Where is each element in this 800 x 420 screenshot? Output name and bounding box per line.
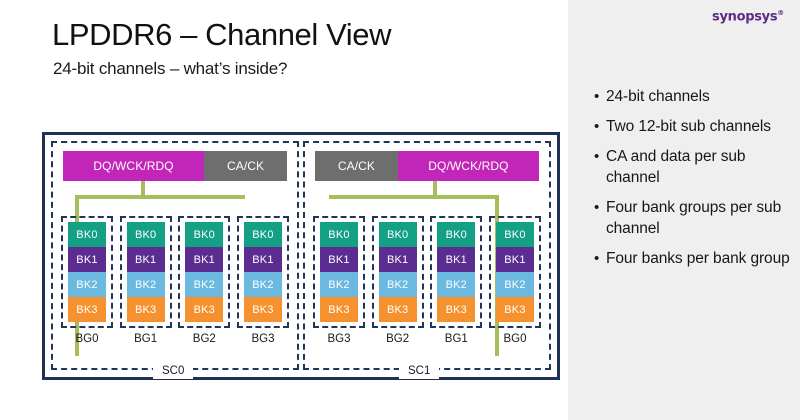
bullet-marker-icon: •	[594, 88, 600, 105]
bank-bk3: BK3	[243, 297, 282, 322]
bullet-marker-icon: •	[594, 148, 600, 165]
bullet-marker-icon: •	[594, 250, 600, 267]
bank-group-bg3-sc0: BK0 BK1 BK2 BK3 BG3	[236, 216, 289, 362]
bank-group-bg3-sc1: BK0 BK1 BK2 BK3 BG3	[313, 216, 365, 362]
bank-group-bg0-sc1: BK0 BK1 BK2 BK3 BG0	[488, 216, 541, 362]
list-item: • 24-bit channels	[594, 86, 790, 107]
logo-wordmark: synopsys	[712, 9, 778, 25]
bank-bk1: BK1	[378, 247, 417, 272]
bullet-panel: • 24-bit channels • Two 12-bit sub chann…	[568, 0, 800, 420]
bank-bk0: BK0	[68, 222, 106, 247]
bank-group-bg2-sc0: BK0 BK1 BK2 BK3 BG2	[178, 216, 231, 362]
page-title: LPDDR6 – Channel View	[52, 17, 392, 52]
bank-group-label: BG1	[444, 333, 468, 345]
bank-bk2: BK2	[495, 272, 534, 297]
green-connector-vertical	[433, 181, 437, 197]
green-connector-vertical	[141, 181, 145, 197]
bank-group-bg0-sc0: BK0 BK1 BK2 BK3 BG0	[61, 216, 113, 362]
bank-group-label: BG0	[503, 333, 527, 345]
bank-group-label: BG2	[192, 333, 216, 345]
io-segment-ca-sc1: CA/CK	[315, 151, 398, 181]
bank-group-bg1-sc0: BK0 BK1 BK2 BK3 BG1	[119, 216, 172, 362]
io-bar-sc1: CA/CK DQ/WCK/RDQ	[315, 151, 539, 181]
bank-group-label: BG2	[386, 333, 410, 345]
bank-group-box: BK0 BK1 BK2 BK3	[488, 216, 541, 328]
bank-bk1: BK1	[68, 247, 106, 272]
bank-group-box: BK0 BK1 BK2 BK3	[371, 216, 424, 328]
page-subtitle: 24-bit channels – what’s inside?	[53, 59, 288, 78]
io-segment-dq-sc1: DQ/WCK/RDQ	[397, 151, 539, 181]
bank-group-box: BK0 BK1 BK2 BK3	[236, 216, 289, 328]
bank-bk0: BK0	[185, 222, 224, 247]
sub-channel-label-sc0: SC0	[153, 363, 194, 379]
bank-group-label: BG1	[134, 333, 158, 345]
bank-bk2: BK2	[437, 272, 476, 297]
bank-bk3: BK3	[185, 297, 224, 322]
synopsys-logo: synopsys®	[712, 9, 784, 24]
bank-bk3: BK3	[126, 297, 165, 322]
bank-group-box: BK0 BK1 BK2 BK3	[430, 216, 483, 328]
bank-bk2: BK2	[243, 272, 282, 297]
bank-bk3: BK3	[68, 297, 106, 322]
bank-group-row-sc1: BK0 BK1 BK2 BK3 BG3 BK0 BK1 BK2 BK3 BG2	[313, 216, 541, 362]
list-item: • Four bank groups per sub channel	[594, 197, 790, 239]
bank-bk3: BK3	[495, 297, 534, 322]
bank-bk1: BK1	[126, 247, 165, 272]
bank-bk2: BK2	[68, 272, 106, 297]
sub-channel-label-sc1: SC1	[399, 363, 440, 379]
green-connector-horizontal	[75, 195, 245, 199]
bullet-marker-icon: •	[594, 199, 600, 216]
bank-bk3: BK3	[437, 297, 476, 322]
bullet-text: Two 12-bit sub channels	[606, 118, 771, 135]
bullet-text: Four banks per bank group	[606, 250, 790, 267]
bank-bk1: BK1	[185, 247, 224, 272]
bank-group-box: BK0 BK1 BK2 BK3	[313, 216, 365, 328]
bullet-text: Four bank groups per sub channel	[606, 199, 782, 237]
bullet-text: CA and data per sub channel	[606, 148, 746, 186]
bank-group-label: BG3	[251, 333, 275, 345]
bank-bk1: BK1	[320, 247, 358, 272]
list-item: • CA and data per sub channel	[594, 146, 790, 188]
bank-bk1: BK1	[437, 247, 476, 272]
bank-group-row-sc0: BK0 BK1 BK2 BK3 BG0 BK0 BK1 BK2 BK3 BG1	[61, 216, 289, 362]
bank-bk3: BK3	[378, 297, 417, 322]
bank-group-label: BG3	[327, 333, 351, 345]
bank-bk0: BK0	[243, 222, 282, 247]
sub-channel-0: DQ/WCK/RDQ CA/CK BK0 BK1 BK2 BK3 BG0 BK0…	[51, 141, 299, 379]
bank-bk2: BK2	[378, 272, 417, 297]
bank-bk3: BK3	[320, 297, 358, 322]
bullet-text: 24-bit channels	[606, 88, 710, 105]
bullet-marker-icon: •	[594, 118, 600, 135]
bank-bk2: BK2	[126, 272, 165, 297]
io-segment-dq-sc0: DQ/WCK/RDQ	[63, 151, 205, 181]
sub-channel-1: CA/CK DQ/WCK/RDQ BK0 BK1 BK2 BK3 BG3 BK0…	[303, 141, 551, 379]
bank-group-box: BK0 BK1 BK2 BK3	[119, 216, 172, 328]
list-item: • Four banks per bank group	[594, 248, 790, 269]
bank-group-box: BK0 BK1 BK2 BK3	[178, 216, 231, 328]
bank-bk0: BK0	[378, 222, 417, 247]
bank-group-bg2-sc1: BK0 BK1 BK2 BK3 BG2	[371, 216, 424, 362]
bank-bk2: BK2	[320, 272, 358, 297]
green-connector-horizontal	[329, 195, 499, 199]
bank-group-bg1-sc1: BK0 BK1 BK2 BK3 BG1	[430, 216, 483, 362]
channel-diagram: DQ/WCK/RDQ CA/CK BK0 BK1 BK2 BK3 BG0 BK0…	[42, 132, 560, 380]
bank-bk0: BK0	[495, 222, 534, 247]
registered-trademark-icon: ®	[777, 9, 784, 17]
bank-bk1: BK1	[243, 247, 282, 272]
io-bar-sc0: DQ/WCK/RDQ CA/CK	[63, 151, 287, 181]
bank-bk0: BK0	[126, 222, 165, 247]
list-item: • Two 12-bit sub channels	[594, 116, 790, 137]
bank-bk0: BK0	[320, 222, 358, 247]
bank-bk0: BK0	[437, 222, 476, 247]
io-segment-ca-sc0: CA/CK	[204, 151, 287, 181]
bank-group-box: BK0 BK1 BK2 BK3	[61, 216, 113, 328]
bank-bk1: BK1	[495, 247, 534, 272]
bullet-list: • 24-bit channels • Two 12-bit sub chann…	[594, 86, 790, 278]
bank-bk2: BK2	[185, 272, 224, 297]
bank-group-label: BG0	[75, 333, 99, 345]
